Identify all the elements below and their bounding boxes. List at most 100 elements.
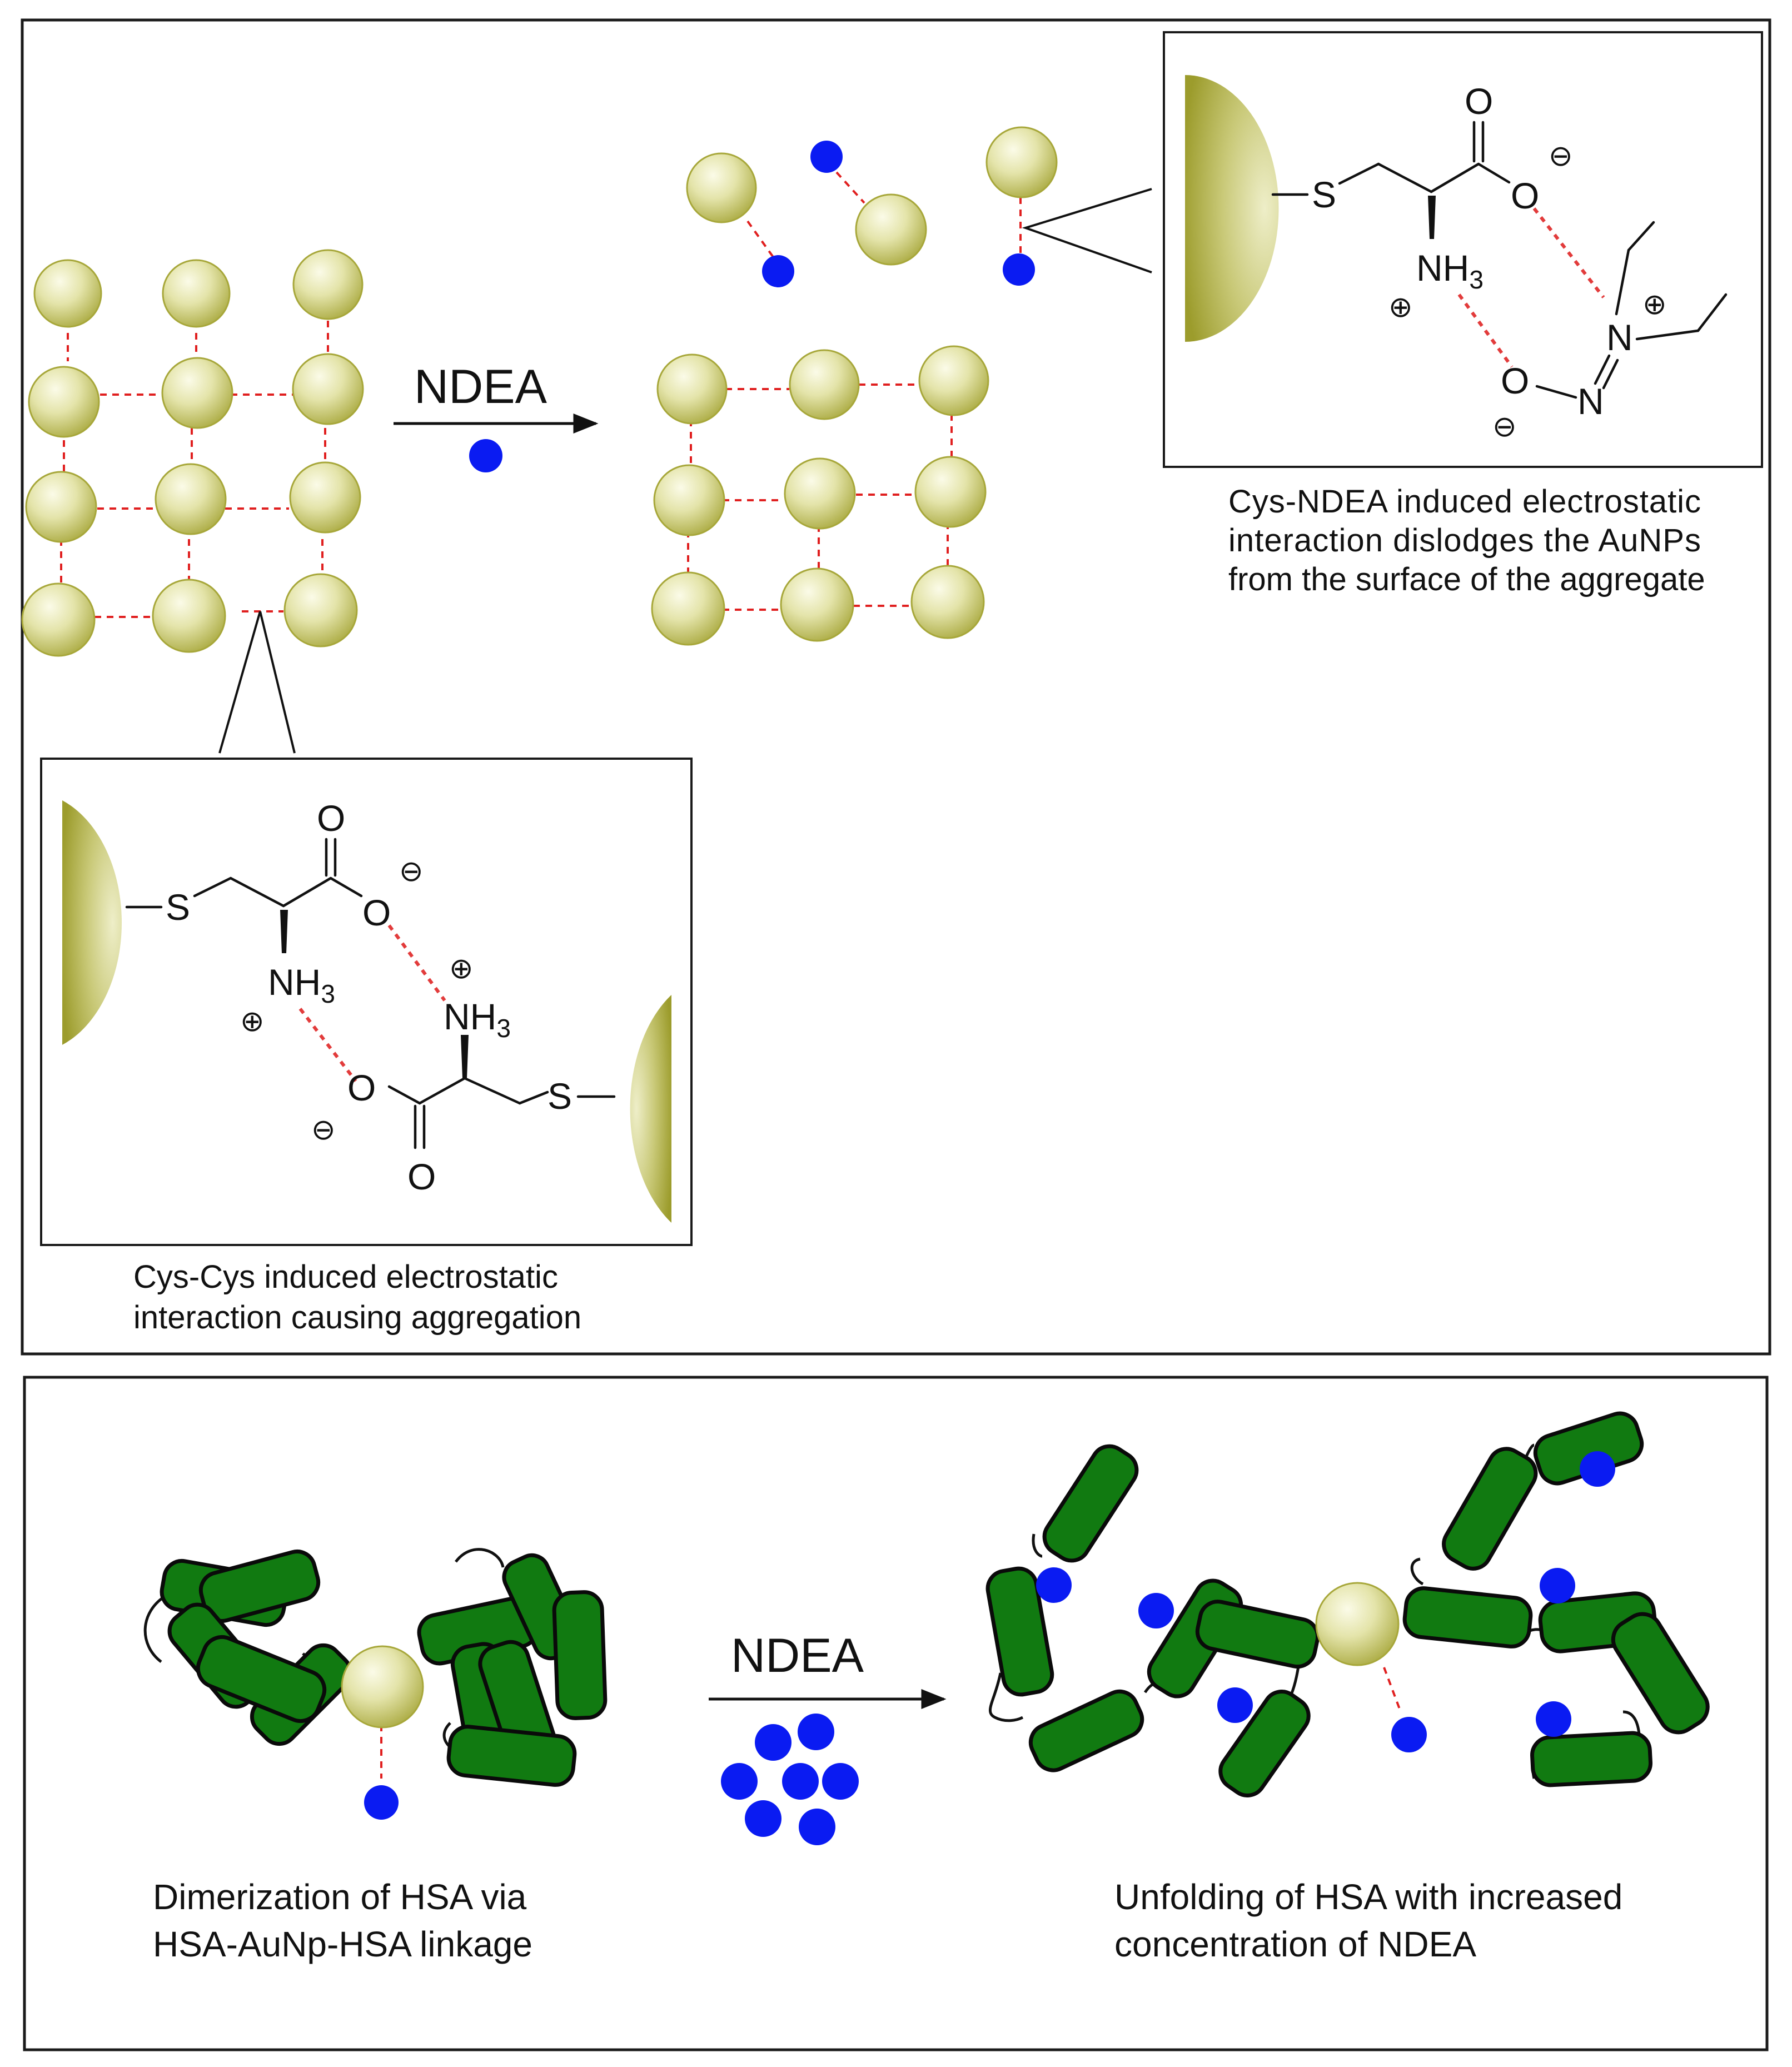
ndea-label-top: NDEA [414,360,547,414]
alpha-helix [985,1566,1054,1697]
ndea-molecule [762,255,794,287]
gold-nanoparticle [152,579,226,653]
callout-pointer [218,611,296,754]
gold-nanoparticle [341,1645,424,1729]
negative-charge: ⊖ [1492,410,1517,444]
ndea-molecule [1036,1567,1072,1603]
gold-nanoparticle [1315,1582,1400,1666]
gold-nanoparticle [653,464,725,536]
dimer-caption-line1: Dimerization of HSA via [153,1877,527,1917]
ndea-molecule [1217,1687,1253,1723]
unfolding-caption-line1: Unfolding of HSA with increased [1114,1877,1622,1917]
gold-nanoparticle [292,353,364,425]
positive-charge: ⊕ [449,952,474,985]
positive-charge: ⊕ [1642,288,1667,321]
gold-surface [62,800,122,1045]
ndea-molecule [798,1714,834,1750]
unfolding-caption-line2: concentration of NDEA [1114,1924,1476,1964]
alpha-helix [198,1550,321,1623]
aggregate-lattice [21,249,364,657]
aggregation-caption-line2: interaction causing aggregation [133,1299,581,1336]
gold-nanoparticle [289,461,361,534]
alpha-helix [1042,1444,1139,1563]
sulfur-atom: S [547,1075,572,1117]
alpha-helix [1611,1612,1710,1735]
ndea-molecule [755,1724,792,1761]
ndea-molecule [1003,253,1035,286]
ndea-cluster [721,1714,859,1845]
alpha-helix [1402,1586,1533,1648]
dislodge-caption-line1: Cys-NDEA induced electrostatic [1228,484,1701,520]
nitroso-oxygen: O [1501,360,1529,401]
positive-charge: ⊕ [1388,291,1413,324]
sulfur-atom: S [166,886,190,928]
ndea-molecule [1391,1717,1427,1752]
gold-nanoparticle [656,353,728,425]
ndea-molecule [745,1800,781,1837]
ammonium-group: NH3 [444,996,511,1043]
ndea-molecule [364,1785,399,1820]
carbonyl-oxygen: O [1465,81,1493,122]
top-panel-frame [21,18,1771,1356]
negative-charge: ⊖ [311,1113,336,1147]
carboxylate-oxygen: O [347,1067,376,1108]
hsa-domain-left [160,1550,353,1746]
lattice-links [60,308,329,618]
hsa-dimer [143,1548,608,1820]
inset-cys-ndea: S O O ⊖ NH3 ⊕ N ⊕ N O ⊖ [1163,31,1763,468]
carboxylate-oxygen: O [362,892,391,933]
gold-nanoparticle [651,571,725,646]
ndea-molecule [1536,1701,1571,1737]
callout-pointer [1022,188,1152,273]
gold-nanoparticle [161,357,233,429]
gold-surface [1185,75,1279,342]
alpha-helix [446,1725,577,1787]
gold-nanoparticle [789,349,860,420]
carbonyl-oxygen: O [317,798,345,839]
gold-nanoparticle [855,193,927,266]
gold-nanoparticle [292,249,364,320]
alpha-helix [1028,1689,1144,1772]
ammonium-group: NH3 [268,962,335,1008]
alpha-helix [196,1635,327,1723]
ndea-molecule [1540,1568,1575,1603]
gold-nanoparticle [25,471,97,543]
dislodged-nanoparticles [686,126,1152,287]
dislodge-caption-line3: from the surface of the aggregate [1228,561,1705,597]
ndea-molecule [782,1763,819,1800]
ndea-molecule [822,1763,859,1800]
hsa-domain-right [417,1553,608,1787]
negative-charge: ⊖ [1549,140,1573,173]
ndea-molecule [799,1809,835,1845]
gold-nanoparticle [33,259,102,328]
inset-frame [40,758,693,1246]
sulfur-atom: S [1312,174,1336,215]
gold-nanoparticle [918,345,989,416]
ndea-molecule [1580,1451,1615,1487]
ndea-molecule [469,439,502,472]
inset-cys-cys: S O O ⊖ NH3 ⊕ ⊕ NH3 S O ⊖ O [40,758,693,1246]
gold-nanoparticle [155,463,227,535]
alpha-helix [1530,1731,1652,1787]
gold-nanoparticle [910,565,985,639]
gold-nanoparticle [985,126,1058,198]
ndea-label-bottom: NDEA [731,1629,864,1682]
nitrogen-cation: N [1606,317,1633,358]
gold-nanoparticle [162,259,231,328]
alpha-helix [552,1590,608,1720]
gold-nanoparticle [283,573,358,648]
ndea-molecule [1138,1593,1174,1628]
dislodge-caption-line2: interaction dislodges the AuNPs [1228,522,1701,559]
gold-nanoparticle [914,456,987,528]
alpha-helix [1442,1447,1538,1571]
inset-frame [1163,31,1763,468]
reaction-arrow-top: NDEA [394,360,599,472]
bottom-panel-frame [23,1376,1769,2051]
ammonium-group: NH3 [1416,247,1484,294]
gold-surface [630,995,671,1223]
gold-nanoparticle [784,457,856,530]
ndea-molecule [810,141,843,173]
gold-nanoparticle [686,152,757,223]
carbonyl-oxygen: O [407,1156,436,1197]
